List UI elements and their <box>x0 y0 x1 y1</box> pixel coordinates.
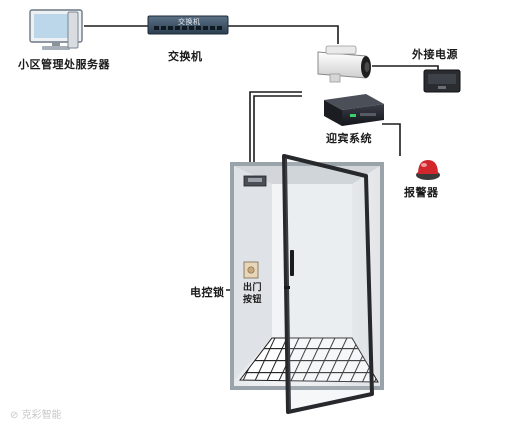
exit-button-label-line2: 按钮 <box>243 295 263 305</box>
power-adapter-icon <box>423 69 461 93</box>
exit-button-icon <box>243 261 259 279</box>
server-desktop-icon <box>29 9 83 50</box>
external-power-label: 外接电源 <box>412 48 458 61</box>
exit-button-label: 出门 按钮 <box>243 282 262 306</box>
switch-faceplate-label: 交换机 <box>178 18 201 26</box>
alarm-bell-icon <box>416 160 440 180</box>
switch-label: 交换机 <box>168 50 203 63</box>
room-enclosure <box>230 162 384 390</box>
wire-system-door-b <box>253 95 302 176</box>
wire-switch-camera <box>226 25 339 44</box>
wire-system-alarm <box>382 123 401 156</box>
guest-system-box-icon <box>324 94 384 126</box>
glass-door <box>282 154 374 414</box>
wire-camera-power <box>372 65 439 70</box>
exit-button-label-line1: 出门 <box>243 283 263 293</box>
watermark: ⊘ 克彩智能 <box>10 406 62 421</box>
bullet-camera-icon <box>317 45 371 83</box>
electric-lock-icon <box>243 175 267 187</box>
network-switch-icon <box>147 15 229 35</box>
wire-system-door-a <box>249 91 302 176</box>
electric-lock-label: 电控锁 <box>190 286 225 299</box>
guest-system-label: 迎宾系统 <box>326 132 372 145</box>
watermark-icon: ⊘ <box>10 410 19 421</box>
watermark-text: 克彩智能 <box>21 410 62 421</box>
alarm-label: 报警器 <box>404 186 439 199</box>
server-label: 小区管理处服务器 <box>18 58 110 71</box>
